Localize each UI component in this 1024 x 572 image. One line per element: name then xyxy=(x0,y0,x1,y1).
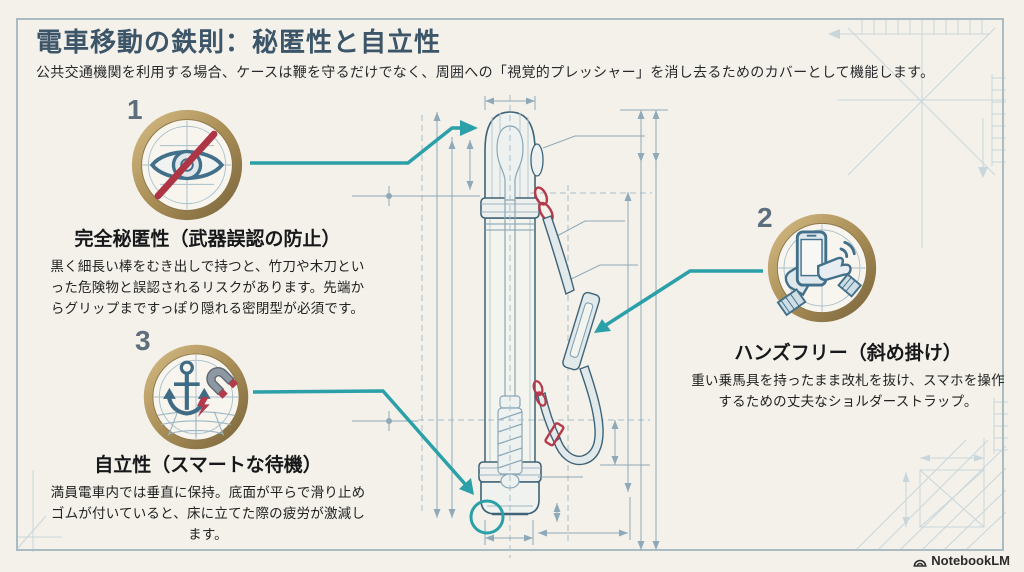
callout-1-title: 完全秘匿性（武器誤認の防止） xyxy=(74,229,341,250)
hand-phone-icon xyxy=(767,213,877,323)
page-title: 電車移動の鉄則：秘匿性と自立性 xyxy=(36,27,442,57)
callout-concealment: 完全秘匿性（武器誤認の防止） 黒く細長い棒をむき出しで持つと、竹刀や木刀といった… xyxy=(50,224,365,320)
callout-handsfree: ハンズフリー（斜め掛け） 重い乗馬具を持ったまま改札を抜け、スマホを操作するため… xyxy=(688,338,1008,413)
callout-1-body: 黒く細長い棒をむき出しで持つと、竹刀や木刀といった危険物と誤認されるリスクがあり… xyxy=(50,259,365,316)
badge-concealment xyxy=(129,107,245,223)
badge-selfstanding xyxy=(141,342,251,452)
page-subtitle: 公共交通機関を利用する場合、ケースは鞭を守るだけでなく、周囲への「視覚的プレッシ… xyxy=(36,64,935,80)
callout-2-body: 重い乗馬具を持ったまま改札を抜け、スマホを操作するための丈夫なショルダーストラッ… xyxy=(691,373,1005,409)
notebooklm-logo-icon xyxy=(913,559,927,567)
badge-handsfree xyxy=(765,211,879,325)
callout-selfstanding: 自立性（スマートな待機） 満員電車内では垂直に保持。底面が平らで滑り止めゴムが付… xyxy=(48,450,368,546)
callout-3-title: 自立性（スマートな待機） xyxy=(94,455,322,476)
callout-3-body: 満員電車内では垂直に保持。底面が平らで滑り止めゴムが付いていると、床に立てた際の… xyxy=(50,485,366,542)
step-number-1: 1 xyxy=(127,94,143,125)
eye-slash-icon xyxy=(131,109,243,221)
brand-footer: NotebookLM xyxy=(913,553,1010,568)
step-number-2: 2 xyxy=(757,202,773,233)
step-number-3: 3 xyxy=(135,325,151,356)
callout-2-title: ハンズフリー（斜め掛け） xyxy=(734,343,962,364)
brand-label: NotebookLM xyxy=(931,553,1010,568)
anchor-magnet-icon xyxy=(143,344,249,450)
